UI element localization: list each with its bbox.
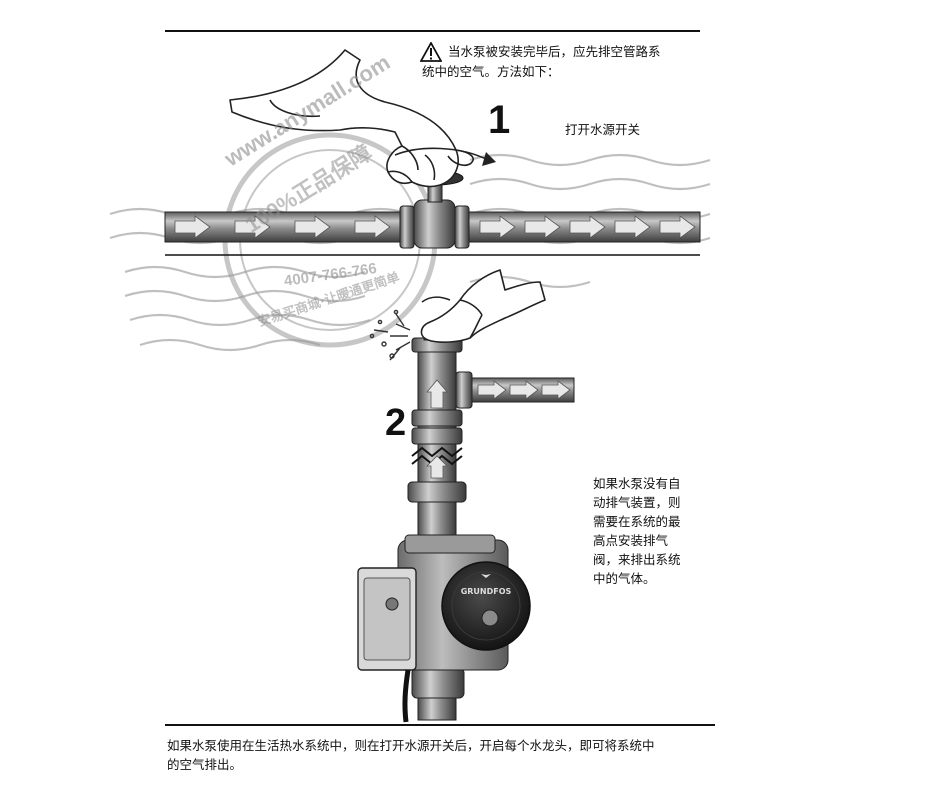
circulation-pump bbox=[357, 534, 531, 723]
flow-arrows-vertical bbox=[426, 379, 448, 479]
step-1-label: 打开水源开关 bbox=[565, 122, 641, 137]
warning-text-line2: 统中的空气。方法如下： bbox=[422, 64, 560, 79]
flow-arrows-top bbox=[174, 215, 696, 239]
side-note-line: 高点安装排气 bbox=[593, 533, 669, 548]
top-rule bbox=[165, 30, 700, 32]
side-note-line: 需要在系统的最 bbox=[593, 514, 681, 529]
warning-icon bbox=[420, 42, 442, 62]
bottom-rule bbox=[165, 724, 715, 726]
step-1-number: 1 bbox=[488, 98, 511, 142]
watermark-wavy-lines bbox=[109, 153, 711, 352]
hand-middle bbox=[420, 269, 546, 343]
water-spray bbox=[369, 309, 411, 361]
rotation-arrow bbox=[394, 147, 489, 161]
grundfos-logo-icon bbox=[481, 574, 491, 578]
side-note-line: 如果水泵没有自 bbox=[593, 476, 681, 491]
footer-line2: 的空气排出。 bbox=[167, 757, 243, 772]
footer-line1: 如果水泵使用在生活热水系统中，则在打开水源开关后，开启每个水龙头，即可将系统中 bbox=[167, 738, 655, 753]
horizontal-pipe bbox=[164, 170, 701, 249]
pump-brand: GRUNDFOS bbox=[461, 587, 512, 596]
warning-text-line1: 当水泵被安装完毕后，应先排空管路系 bbox=[448, 44, 661, 59]
branch-pipe bbox=[455, 371, 575, 409]
side-note: 如果水泵没有自 动排气装置，则 需要在系统的最 高点安装排气 阀，来排出系统 中… bbox=[593, 474, 681, 588]
step-2-number: 2 bbox=[385, 402, 407, 444]
side-note-line: 阀，来排出系统 bbox=[593, 552, 681, 567]
side-note-line: 中的气体。 bbox=[593, 571, 656, 586]
side-note-line: 动排气装置，则 bbox=[593, 495, 681, 510]
